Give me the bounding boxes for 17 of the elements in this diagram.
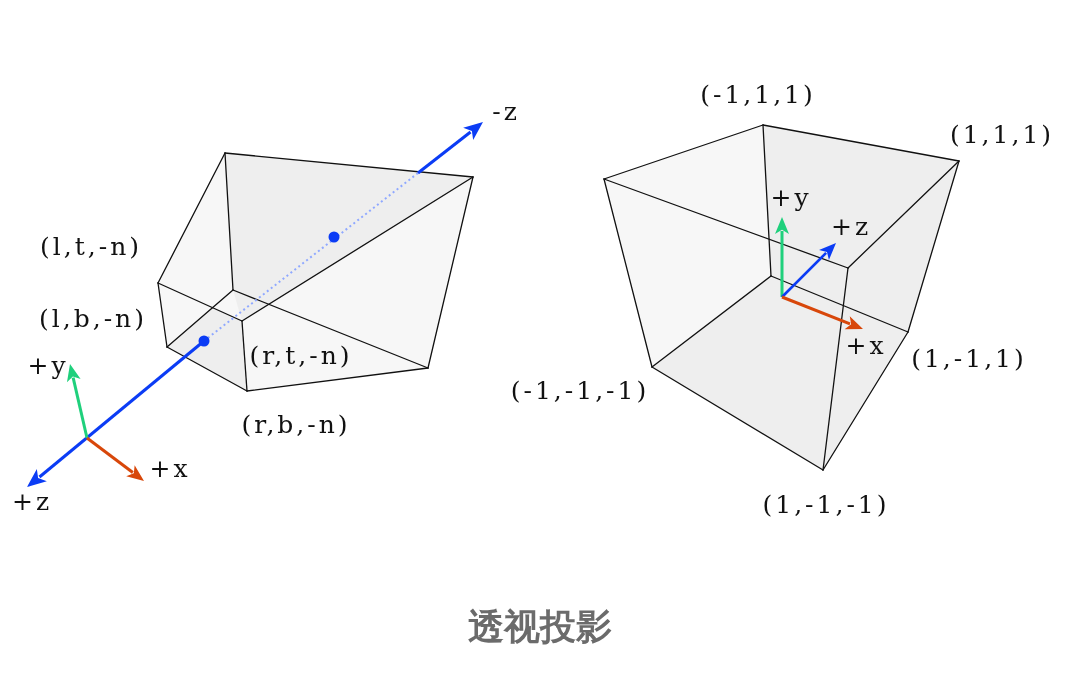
coordinate-label: (l,b,-n) <box>39 305 147 333</box>
coordinate-label: (1,-1,-1) <box>762 491 890 519</box>
axis-label: +y <box>770 184 812 212</box>
axis-label: +x <box>149 455 191 483</box>
coordinate-label: (l,t,-n) <box>40 233 142 261</box>
coordinate-label: (r,b,-n) <box>241 411 351 439</box>
axis-label: +z <box>11 488 53 516</box>
axis-label: +y <box>27 352 69 380</box>
coordinate-label: (-1,-1,-1) <box>510 377 650 405</box>
coordinate-label: (1,-1,1) <box>911 345 1027 373</box>
axis-label: -z <box>492 98 520 126</box>
axis-label: +x <box>845 332 887 360</box>
caption: 透视投影 <box>468 606 612 648</box>
coordinate-label: (-1,1,1) <box>700 81 816 109</box>
coordinate-label: (r,t,-n) <box>249 342 353 370</box>
coordinate-label: (1,1,1) <box>949 121 1055 149</box>
axis-label: +z <box>830 213 872 241</box>
